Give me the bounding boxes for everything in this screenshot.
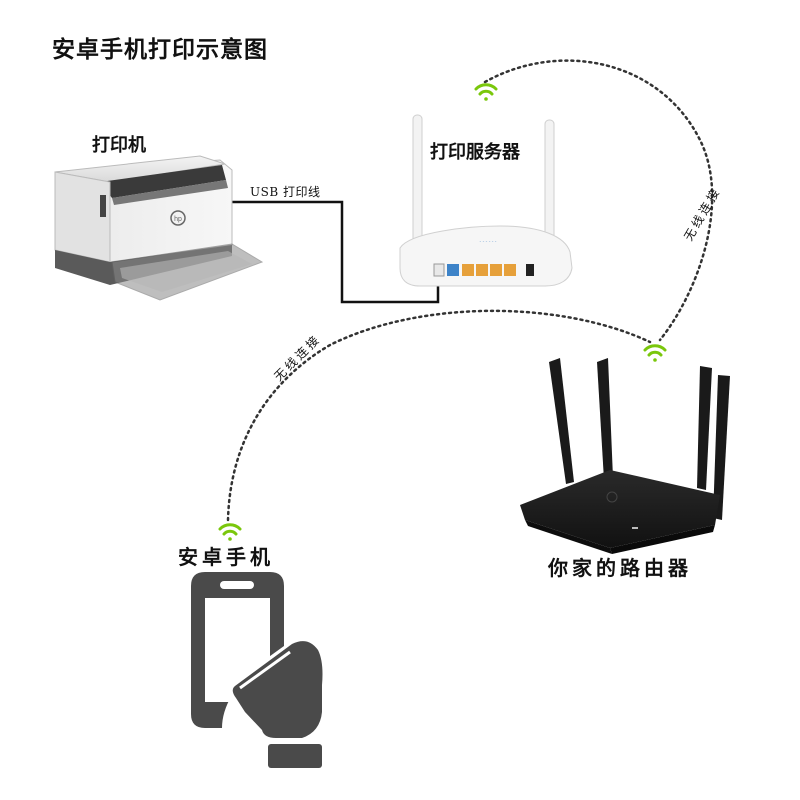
printer-image: hp [54,155,264,301]
svg-text:- - - - - -: - - - - - - [480,239,497,245]
phone-label: 安卓手机 [178,545,274,569]
home-router-label: 你家的路由器 [548,556,692,580]
diagram-title: 安卓手机打印示意图 [52,36,268,63]
wifi-icon [474,83,498,101]
phone-hand-icon [191,572,323,768]
usb-cable [230,200,440,304]
wireless-link-phone-router [226,309,652,522]
printer-label: 打印机 [92,135,146,156]
print-server-label: 打印服务器 [430,142,520,163]
usb-cable-label: USB 打印线 [250,185,321,199]
print-server-image: - - - - - - [399,114,573,287]
wifi-icon [218,523,242,541]
wireless-link-server-router [483,59,714,342]
home-router-image [520,358,730,554]
wifi-icon [643,344,667,362]
svg-text:hp: hp [174,216,182,223]
